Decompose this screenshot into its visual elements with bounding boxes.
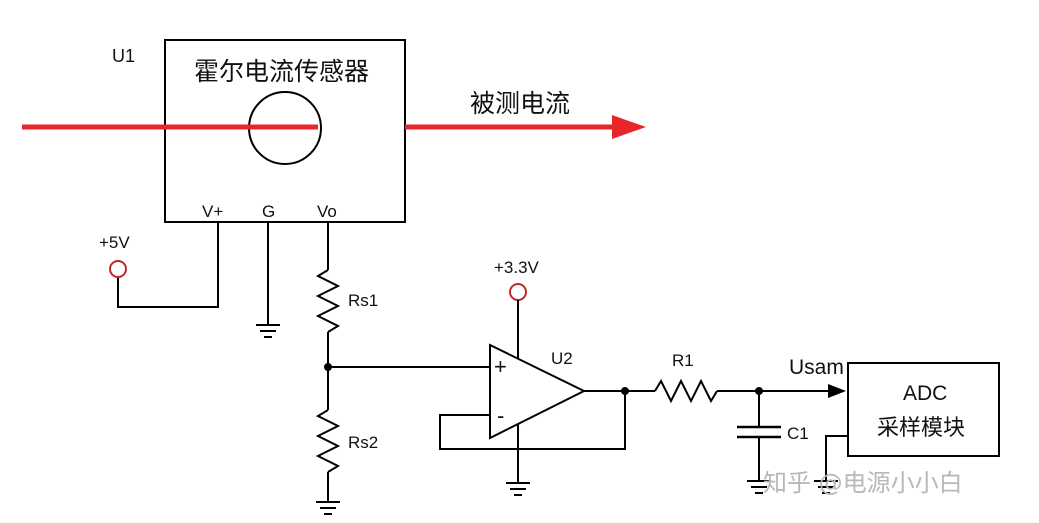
current-label: 被测电流 (470, 89, 570, 118)
watermark-text: 知乎 @电源小小白 (763, 469, 963, 497)
u1-label: U1 (112, 46, 135, 66)
ground-icon (256, 324, 280, 338)
opamp-minus-sign: - (497, 403, 504, 428)
supply-5v-terminal-icon (109, 260, 127, 278)
adc-gnd-wire (825, 435, 848, 481)
rs2-label: Rs2 (348, 433, 378, 452)
ground-icon (814, 480, 838, 494)
current-arrow-icon (612, 115, 646, 139)
supply-5v-label: +5V (99, 233, 130, 252)
vplus-wire (117, 222, 219, 308)
supply-3v3-label: +3.3V (494, 258, 540, 277)
ground-icon (506, 482, 530, 496)
output-junction (621, 387, 629, 395)
pin-vout-label: Vo (317, 202, 337, 221)
r1-label: R1 (672, 351, 694, 370)
hall-sensor-box (164, 39, 406, 223)
pin-vplus-label: V+ (202, 202, 223, 221)
ground-icon (316, 501, 340, 515)
rs1-label: Rs1 (348, 291, 378, 310)
pin-gnd-label: G (262, 202, 275, 221)
signal-arrow-icon (828, 384, 846, 398)
u2-label: U2 (551, 349, 573, 368)
feedback-wire (439, 391, 626, 450)
opamp-triangle (489, 343, 587, 440)
adc-module-box (847, 362, 1000, 457)
adc-label: ADC (903, 382, 947, 405)
supply-3v3-terminal-icon (509, 283, 527, 301)
rs1-resistor (315, 269, 341, 333)
r1-resistor (654, 378, 718, 404)
usam-label: Usam (789, 356, 844, 379)
c1-label: C1 (787, 424, 809, 443)
opamp-plus-sign: + (494, 354, 507, 379)
sensor-title: 霍尔电流传感器 (194, 57, 369, 86)
ground-icon (747, 480, 771, 494)
rs2-resistor (315, 409, 341, 473)
adc-module-label: 采样模块 (877, 416, 965, 441)
